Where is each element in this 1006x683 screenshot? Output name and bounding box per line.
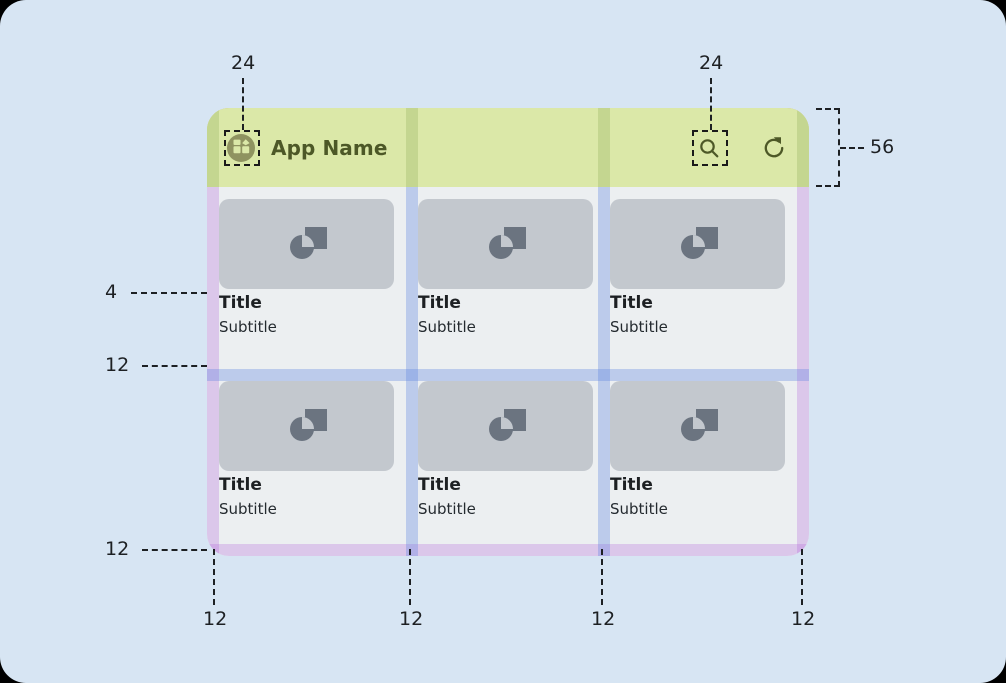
- annotation-bottom-margin: 12: [105, 538, 130, 560]
- app-bar: App Name: [207, 108, 809, 187]
- card-title: Title: [610, 475, 653, 495]
- card[interactable]: Title Subtitle: [610, 381, 785, 520]
- app-bar-gutter-2: [598, 108, 610, 187]
- card[interactable]: Title Subtitle: [418, 199, 593, 338]
- card-title: Title: [610, 293, 653, 313]
- annotation-top-right: 24: [699, 52, 724, 74]
- card-subtitle: Subtitle: [219, 318, 277, 336]
- app-bar-gutter-1: [406, 108, 418, 187]
- app-frame: App Name: [207, 108, 809, 556]
- leader-top-left: [242, 78, 244, 130]
- card[interactable]: Title Subtitle: [610, 199, 785, 338]
- app-logo-icon[interactable]: [227, 133, 255, 162]
- leader-top-right: [710, 78, 712, 130]
- leader-bottom-2: [409, 549, 411, 605]
- app-title: App Name: [271, 135, 388, 160]
- image-placeholder-icon: [418, 199, 593, 289]
- card-title: Title: [219, 293, 262, 313]
- annotation-bottom-4: 12: [791, 608, 816, 630]
- card-meta: Title Subtitle: [610, 471, 785, 520]
- card-meta: Title Subtitle: [418, 289, 593, 338]
- leader-row-gap: [142, 365, 207, 367]
- card[interactable]: Title Subtitle: [219, 199, 394, 338]
- annotation-bottom-3: 12: [591, 608, 616, 630]
- annotation-app-bar-height: 56: [870, 136, 895, 158]
- card-subtitle: Subtitle: [219, 500, 277, 518]
- card-subtitle: Subtitle: [418, 500, 476, 518]
- refresh-icon[interactable]: [761, 135, 787, 161]
- card-meta: Title Subtitle: [219, 289, 394, 338]
- annotation-top-left: 24: [231, 52, 256, 74]
- image-placeholder-icon: [219, 199, 394, 289]
- card-grid: Title Subtitle Title Subtitle: [207, 187, 809, 556]
- card-title: Title: [418, 475, 461, 495]
- card[interactable]: Title Subtitle: [418, 381, 593, 520]
- bracket-app-bar-height: [816, 108, 840, 187]
- leader-app-bar-height: [840, 147, 864, 149]
- leader-bottom-1: [213, 549, 215, 605]
- leader-title-gap: [131, 292, 207, 294]
- leader-bottom-3: [601, 549, 603, 605]
- card-title: Title: [418, 293, 461, 313]
- app-bar-leading-group: App Name: [207, 133, 388, 162]
- image-placeholder-icon: [219, 381, 394, 471]
- card-meta: Title Subtitle: [418, 471, 593, 520]
- app-bar-gutter-right: [797, 108, 809, 187]
- leader-bottom-4: [801, 549, 803, 605]
- card-subtitle: Subtitle: [610, 318, 668, 336]
- card[interactable]: Title Subtitle: [219, 381, 394, 520]
- card-title: Title: [219, 475, 262, 495]
- annotation-bottom-1: 12: [203, 608, 228, 630]
- image-placeholder-icon: [418, 381, 593, 471]
- card-meta: Title Subtitle: [219, 471, 394, 520]
- annotation-row-gap: 12: [105, 354, 130, 376]
- leader-bottom-margin: [142, 549, 207, 551]
- annotation-title-gap: 4: [105, 281, 118, 303]
- annotation-bottom-2: 12: [399, 608, 424, 630]
- card-subtitle: Subtitle: [610, 500, 668, 518]
- card-meta: Title Subtitle: [610, 289, 785, 338]
- card-subtitle: Subtitle: [418, 318, 476, 336]
- search-icon[interactable]: [697, 136, 721, 160]
- image-placeholder-icon: [610, 381, 785, 471]
- image-placeholder-icon: [610, 199, 785, 289]
